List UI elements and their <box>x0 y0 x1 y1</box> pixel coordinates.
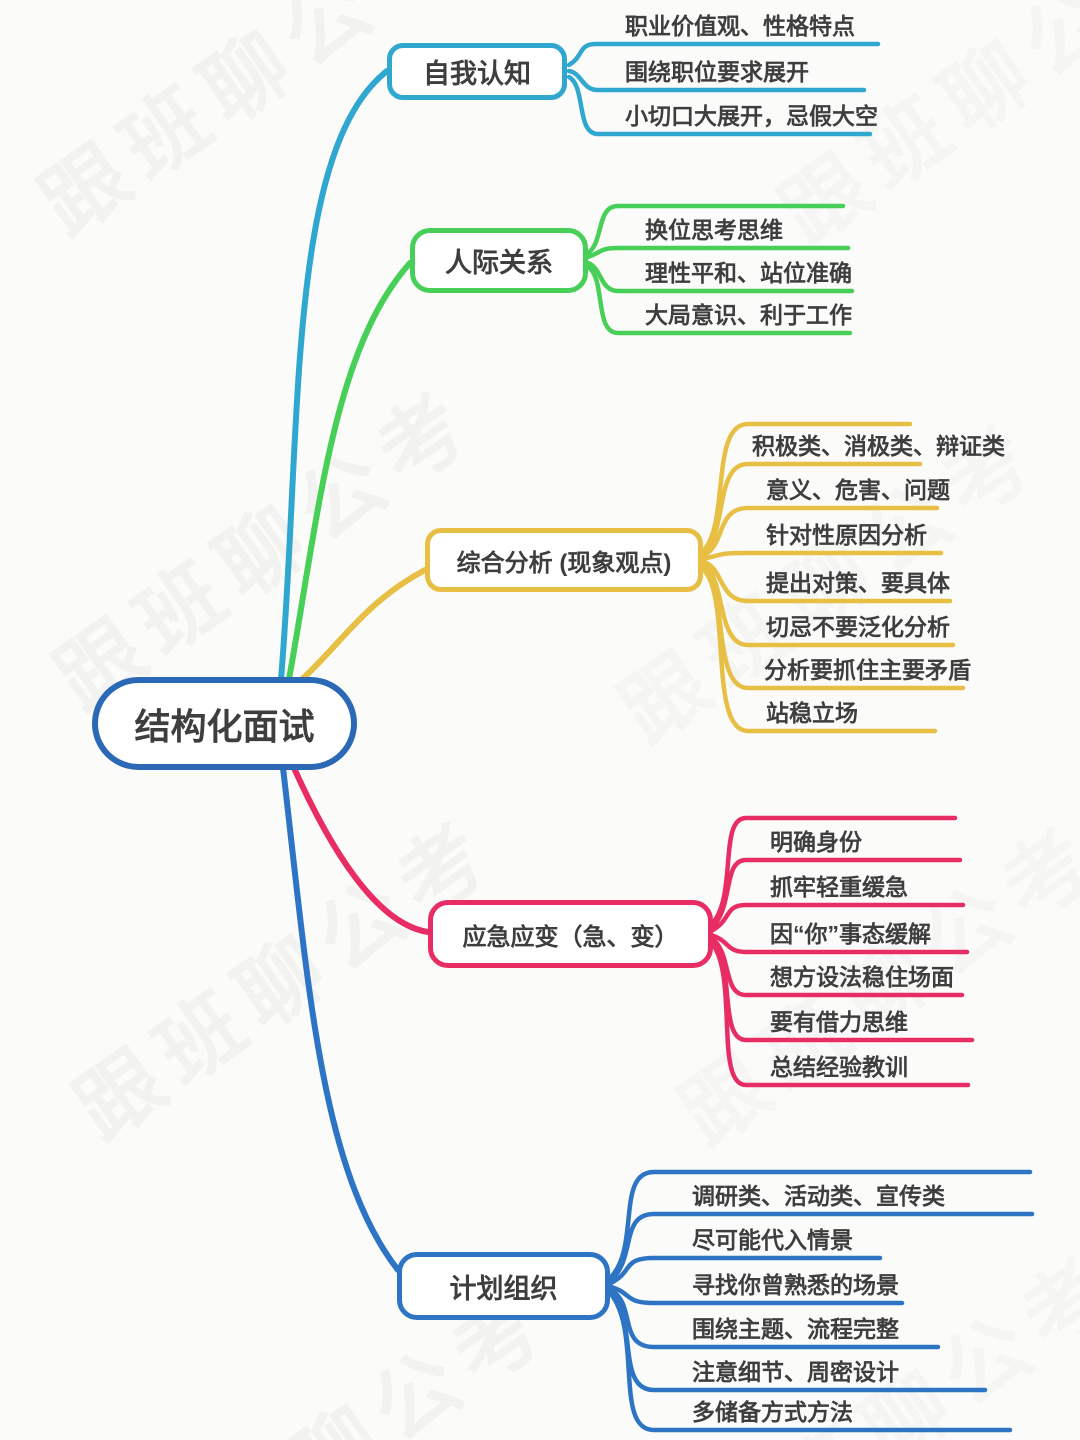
branch-curve-interpersonal <box>286 260 413 682</box>
child-topic[interactable]: 总结经验教训 <box>770 1054 908 1080</box>
branch-comprehensive-analysis[interactable]: 综合分析 (现象观点) <box>425 528 703 592</box>
branch-interpersonal-relations[interactable]: 人际关系 <box>410 228 588 293</box>
child-line <box>585 245 851 260</box>
child-line <box>608 1284 905 1306</box>
branch-curve-self-awareness <box>278 68 390 682</box>
branch-label: 应急应变（急、变） <box>462 923 679 951</box>
child-line <box>585 264 853 336</box>
branch-label: 计划组织 <box>449 1273 558 1304</box>
child-topic[interactable]: 明确身份 <box>770 829 862 855</box>
child-line <box>608 1211 1035 1283</box>
child-line <box>585 260 855 294</box>
branch-planning-organization[interactable]: 计划组织 <box>397 1252 610 1320</box>
child-line <box>608 1287 941 1350</box>
child-line <box>700 421 913 554</box>
central-topic[interactable]: 结构化面试 <box>92 677 357 770</box>
child-topic[interactable]: 调研类、活动类、宣传类 <box>692 1183 945 1209</box>
branch-emergency-response[interactable]: 应急应变（急、变） <box>428 900 713 968</box>
child-line <box>585 203 846 256</box>
child-topic[interactable]: 分析要抓住主要矛盾 <box>764 657 971 683</box>
child-line <box>708 932 970 955</box>
child-topic[interactable]: 围绕职位要求展开 <box>625 59 809 85</box>
child-line <box>700 559 953 604</box>
child-line <box>608 1291 1013 1433</box>
child-line <box>708 902 966 934</box>
child-topic[interactable]: 围绕主题、流程完整 <box>692 1316 899 1342</box>
branch-curve-emergency <box>291 765 431 935</box>
child-topic[interactable]: 换位思考思维 <box>645 217 783 243</box>
child-topic[interactable]: 积极类、消极类、辩证类 <box>752 433 1005 459</box>
branch-label: 综合分析 (现象观点) <box>456 549 672 577</box>
child-topic[interactable]: 注意细节、周密设计 <box>692 1359 899 1385</box>
child-topic[interactable]: 要有借力思维 <box>770 1009 908 1035</box>
child-topic[interactable]: 寻找你曾熟悉的场景 <box>692 1272 899 1298</box>
child-topic[interactable]: 抓牢轻重缓急 <box>770 874 908 900</box>
child-line <box>708 857 963 931</box>
child-topic[interactable]: 意义、危害、问题 <box>766 477 950 503</box>
child-line <box>566 68 867 93</box>
child-topic[interactable]: 理性平和、站位准确 <box>645 260 852 286</box>
branch-label: 自我认知 <box>423 59 531 89</box>
child-topic[interactable]: 针对性原因分析 <box>766 522 927 548</box>
branch-self-awareness[interactable]: 自我认知 <box>387 43 567 100</box>
child-topic[interactable]: 切忌不要泛化分析 <box>766 614 950 640</box>
child-line <box>708 815 958 928</box>
child-line <box>566 41 881 68</box>
child-topic[interactable]: 尽可能代入情景 <box>692 1227 853 1253</box>
child-topic[interactable]: 提出对策、要具体 <box>766 570 950 596</box>
child-line <box>700 550 944 562</box>
central-topic-label: 结构化面试 <box>134 705 315 747</box>
child-topic[interactable]: 大局意识、利于工作 <box>645 302 852 328</box>
child-line <box>708 939 971 1088</box>
child-topic[interactable]: 多储备方式方法 <box>692 1399 853 1425</box>
child-topic[interactable]: 想方设法稳住场面 <box>770 964 954 990</box>
branch-label: 人际关系 <box>445 248 553 278</box>
child-topic[interactable]: 小切口大展开，忌假大空 <box>625 103 878 129</box>
child-line <box>608 1169 1033 1280</box>
child-topic[interactable]: 站稳立场 <box>766 700 858 726</box>
child-topic[interactable]: 因“你”事态缓解 <box>770 921 931 947</box>
branch-curve-planning <box>280 765 401 1273</box>
child-line <box>566 74 873 137</box>
child-line <box>608 1255 883 1286</box>
child-line <box>700 461 923 556</box>
branch-curve-comprehensive <box>296 567 428 685</box>
child-line <box>700 505 940 559</box>
child-line <box>700 566 938 734</box>
child-topic[interactable]: 职业价值观、性格特点 <box>625 13 855 39</box>
